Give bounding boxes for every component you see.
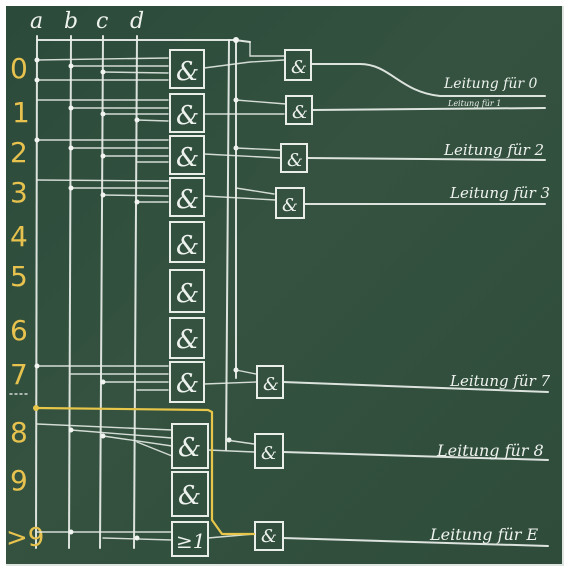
output-gate-8-symbol: & (261, 443, 277, 464)
output-label-1: Leitung für 1 (447, 99, 501, 108)
input-line-c (99, 35, 104, 549)
top-bus-line (36, 39, 251, 43)
output-label-3: Leitung für 3 (449, 184, 550, 202)
output-gate-2-symbol: & (287, 150, 303, 171)
input-label-c: c (96, 9, 108, 34)
input-label-d: d (130, 9, 144, 34)
output-gate-0-symbol: & (291, 57, 307, 78)
output-lines (282, 63, 549, 547)
and-gate-9-symbol: & (178, 481, 201, 511)
and-gate-8 (171, 423, 209, 469)
output-label-7-visible: Leitung für 7 (449, 372, 551, 390)
and-gate-2 (169, 135, 205, 175)
row-labels: 0 1 2 3 4 5 6 7 8 9 >9 (6, 52, 44, 553)
output-gate-column: & & & & & & & (254, 49, 313, 551)
and-gate-7 (169, 361, 205, 403)
highlighted-signal-path (33, 405, 256, 536)
row-label-7: 7 (10, 358, 28, 391)
output-label-e: Leitung für E (429, 525, 539, 544)
row-label-1: 1 (12, 96, 30, 129)
and-gate-7-symbol: & (176, 369, 199, 399)
output-gate-8 (254, 433, 284, 469)
row-label-4: 4 (10, 220, 28, 253)
and-gate-6 (169, 317, 205, 359)
and-gate-8-symbol: & (178, 433, 201, 463)
input-lines (35, 35, 251, 549)
and-gate-1-symbol: & (176, 101, 199, 131)
or-gate-over-9 (171, 521, 209, 557)
output-gate-3-symbol: & (282, 195, 298, 216)
row-label-9: 9 (10, 464, 28, 497)
or-gate-symbol: ≥1 (176, 529, 205, 553)
and-gate-9 (171, 471, 209, 517)
row-label-3: 3 (10, 176, 28, 209)
and-gate-3 (169, 177, 205, 217)
decoder-gate-column: & & & & & & & & & & ≥1 (169, 49, 209, 557)
row-label-over-9: >9 (6, 523, 44, 553)
output-labels: Leitung für 0 Leitung für 1 Leitung für … (429, 76, 551, 544)
and-gate-1 (169, 93, 205, 133)
gate-output-wires (203, 41, 287, 539)
row-label-6: 6 (10, 314, 28, 347)
and-gate-0 (169, 49, 205, 89)
output-gate-7-symbol: & (263, 374, 279, 395)
output-gate-1-symbol: & (292, 102, 308, 123)
input-row-wires (36, 57, 173, 541)
input-line-d (133, 35, 138, 549)
and-gate-0-symbol: & (176, 57, 199, 87)
and-gate-2-symbol: & (176, 143, 199, 173)
and-gate-5-symbol: & (176, 279, 199, 309)
and-gate-6-symbol: & (176, 325, 199, 355)
junction-dots (34, 37, 239, 541)
row-label-0: 0 (10, 52, 28, 85)
output-gate-e (254, 521, 284, 551)
row-label-5: 5 (10, 260, 28, 293)
vertical-bus-2 (225, 39, 230, 451)
output-gate-e-symbol: & (261, 526, 277, 547)
output-label-2: Leitung für 2 (443, 141, 544, 159)
input-label-a: a (30, 9, 43, 34)
input-label-b: b (64, 9, 78, 34)
and-gate-4-symbol: & (176, 231, 199, 261)
and-gate-3-symbol: & (176, 185, 199, 215)
and-gate-4 (169, 221, 205, 263)
and-gate-5 (169, 269, 205, 313)
row-label-2: 2 (10, 136, 28, 169)
row-label-8: 8 (10, 416, 28, 449)
output-label-0: Leitung für 0 (443, 76, 537, 92)
input-line-b (68, 35, 72, 549)
output-label-8: Leitung für 8 (436, 441, 544, 460)
input-line-a (35, 35, 38, 549)
